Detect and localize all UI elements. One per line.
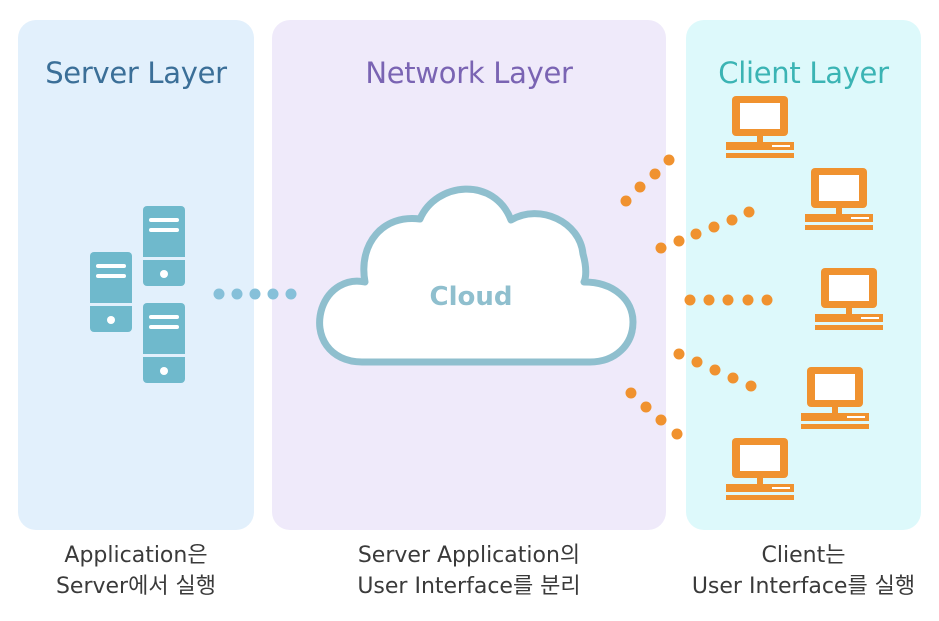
computer-icon-2 <box>805 168 873 230</box>
server-icon-1 <box>90 252 132 332</box>
client-layer-panel: Client Layer <box>686 20 921 530</box>
network-caption-line1: Server Application의 <box>357 543 581 568</box>
computer-icon-1 <box>726 96 794 158</box>
client-layer-title: Client Layer <box>718 56 889 90</box>
computer-icon-4 <box>801 367 869 429</box>
server-icon-2 <box>143 206 185 286</box>
client-caption: Client는 User Interface를 실행 <box>676 540 931 602</box>
cloud-label: Cloud <box>430 282 513 312</box>
network-caption: Server Application의 User Interface를 분리 <box>272 540 666 602</box>
client-connector-dots <box>620 154 773 440</box>
cloud-icon <box>316 185 637 366</box>
server-layer-title: Server Layer <box>45 56 227 90</box>
server-caption-line2: Server에서 실행 <box>55 574 217 599</box>
computer-icon-3 <box>815 268 883 330</box>
network-layer-panel: Network Layer <box>272 20 666 530</box>
network-layer-title: Network Layer <box>365 56 573 90</box>
network-caption-line2: User Interface를 분리 <box>357 574 581 599</box>
server-icon-3 <box>143 303 185 383</box>
server-connector-dots <box>213 288 297 300</box>
server-layer-panel: Server Layer <box>18 20 254 530</box>
client-caption-line1: Client는 <box>761 543 846 568</box>
client-caption-line2: User Interface를 실행 <box>691 574 916 599</box>
server-caption-line1: Application은 <box>64 543 208 568</box>
computer-icon-5 <box>726 438 794 500</box>
server-caption: Application은 Server에서 실행 <box>18 540 254 602</box>
